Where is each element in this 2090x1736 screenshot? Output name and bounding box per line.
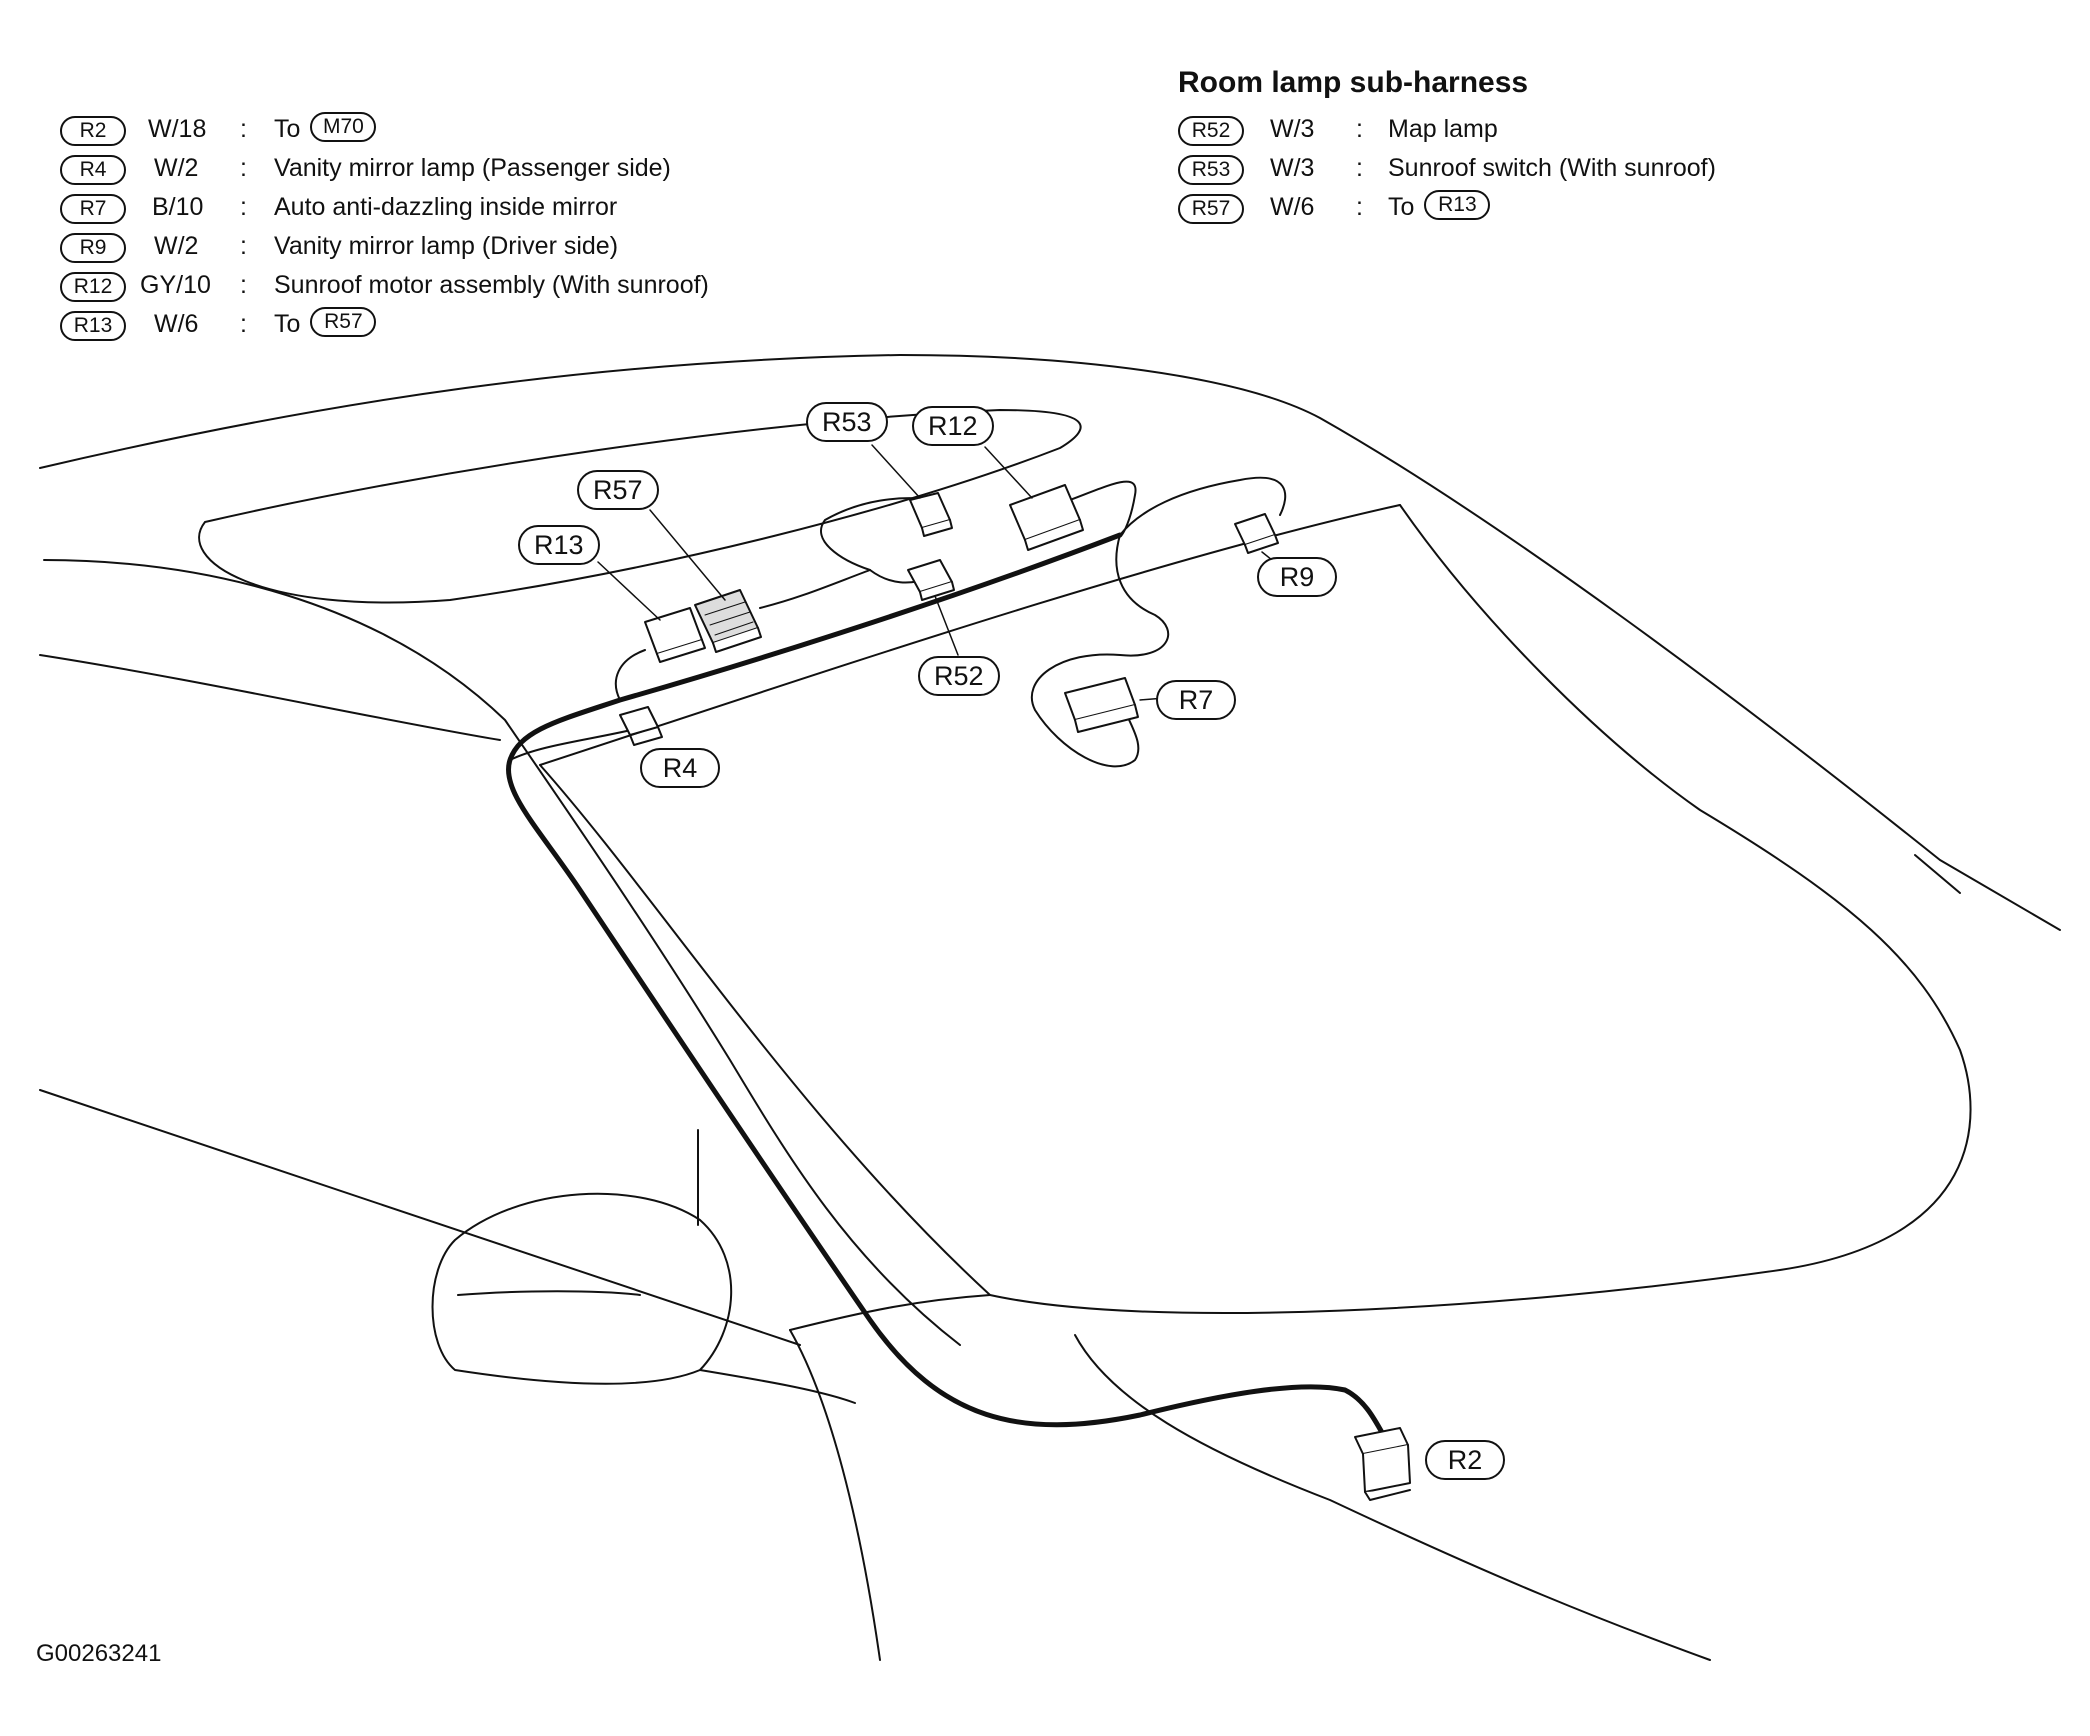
wire-spec: W/18: [148, 115, 207, 143]
callout-r4: R4: [640, 748, 720, 788]
wire-spec: B/10: [152, 193, 204, 221]
connector-description: Vanity mirror lamp (Passenger side): [274, 154, 671, 182]
fender-line: [39, 1089, 801, 1346]
connector-r4: [619, 706, 663, 746]
connector-r9: [1234, 513, 1279, 554]
connector-label: R57: [1178, 194, 1244, 224]
connector-reference: R57: [310, 307, 377, 337]
leader-r57: [649, 509, 726, 601]
connector-label: R9: [60, 233, 126, 263]
wire-r12: [1069, 480, 1137, 537]
connector-description: Auto anti-dazzling inside mirror: [274, 193, 618, 221]
connector-description: Vanity mirror lamp (Driver side): [274, 232, 619, 260]
wire-r52-r53: [820, 497, 936, 571]
connector-r12: [1009, 484, 1084, 551]
connector-r13: [644, 607, 706, 663]
callout-r13: R13: [518, 525, 600, 565]
roof-rear-kink: [1914, 854, 1961, 894]
connector-reference: M70: [310, 112, 377, 142]
connector-description: To: [274, 310, 301, 338]
connector-label: R13: [60, 311, 126, 341]
wire-r13: [615, 649, 646, 701]
separator: :: [240, 232, 247, 260]
mirror-inner-line: [457, 1290, 641, 1296]
connector-r52: [907, 559, 955, 601]
connector-label: R52: [1178, 116, 1244, 146]
hood-line: [1074, 1334, 1711, 1661]
callout-r52: R52: [918, 656, 1000, 696]
connector-r53: [909, 492, 953, 537]
connector-label: R4: [60, 155, 126, 185]
callout-r2: R2: [1425, 1440, 1505, 1480]
callout-r12: R12: [912, 406, 994, 446]
connector-description: Sunroof switch (With sunroof): [1388, 154, 1716, 182]
leader-r53: [871, 444, 921, 499]
main-harness-trunk: [506, 532, 1388, 1441]
callout-r9: R9: [1257, 557, 1337, 597]
callout-r53: R53: [806, 402, 888, 442]
wire-spec: W/6: [1270, 193, 1315, 221]
separator: :: [1356, 115, 1363, 143]
sub-harness-title: Room lamp sub-harness: [1178, 66, 1529, 99]
connector-description: Sunroof motor assembly (With sunroof): [274, 271, 709, 299]
leader-r13: [597, 561, 661, 621]
wire-spec: W/2: [154, 232, 199, 260]
side-mirror: [431, 1192, 733, 1385]
separator: :: [240, 154, 247, 182]
connector-description: To: [274, 115, 301, 143]
main-harness-legend: R2 W/18 : To M70 R4 W/2 : Vanity mirror l…: [60, 112, 820, 342]
body-side-line: [39, 654, 501, 741]
wire-r4: [509, 727, 641, 761]
connector-r57: [694, 589, 762, 653]
wire-spec: W/3: [1270, 154, 1315, 182]
connector-label: R12: [60, 272, 126, 302]
callout-r57: R57: [577, 470, 659, 510]
roof-top-edge: [39, 354, 2061, 931]
cowl-line: [789, 1294, 991, 1331]
figure-id: G00263241: [36, 1640, 162, 1667]
connector-label: R7: [60, 194, 126, 224]
connector-reference: R13: [1424, 190, 1491, 220]
separator: :: [240, 310, 247, 338]
connector-description: To: [1388, 193, 1415, 221]
a-pillar-outer-line: [43, 559, 961, 1346]
sub-harness-legend: R52 W/3 : Map lamp R53 W/3 : Sunroof swi…: [1178, 112, 1878, 227]
wire-spec: GY/10: [140, 271, 211, 299]
connector-r7: [1064, 677, 1139, 733]
leader-r12: [984, 446, 1033, 499]
wire-r57: [759, 569, 871, 609]
callout-r7: R7: [1156, 680, 1236, 720]
connector-label: R2: [60, 116, 126, 146]
wire-r7: [1030, 534, 1170, 768]
wire-r9-r7: [1119, 476, 1287, 536]
wire-spec: W/2: [154, 154, 199, 182]
separator: :: [240, 193, 247, 221]
connector-label: R53: [1178, 155, 1244, 185]
wire-spec: W/6: [154, 310, 199, 338]
separator: :: [240, 271, 247, 299]
mirror-base-line: [699, 1369, 856, 1404]
connector-r2: [1354, 1427, 1411, 1501]
a-pillar-lower-line: [789, 1329, 881, 1661]
windshield-outline: [539, 504, 1972, 1315]
separator: :: [1356, 154, 1363, 182]
leader-r52: [934, 595, 959, 656]
wire-spec: W/3: [1270, 115, 1315, 143]
separator: :: [240, 115, 247, 143]
connector-description: Map lamp: [1388, 115, 1498, 143]
sunroof-opening: [198, 409, 1082, 604]
separator: :: [1356, 193, 1363, 221]
